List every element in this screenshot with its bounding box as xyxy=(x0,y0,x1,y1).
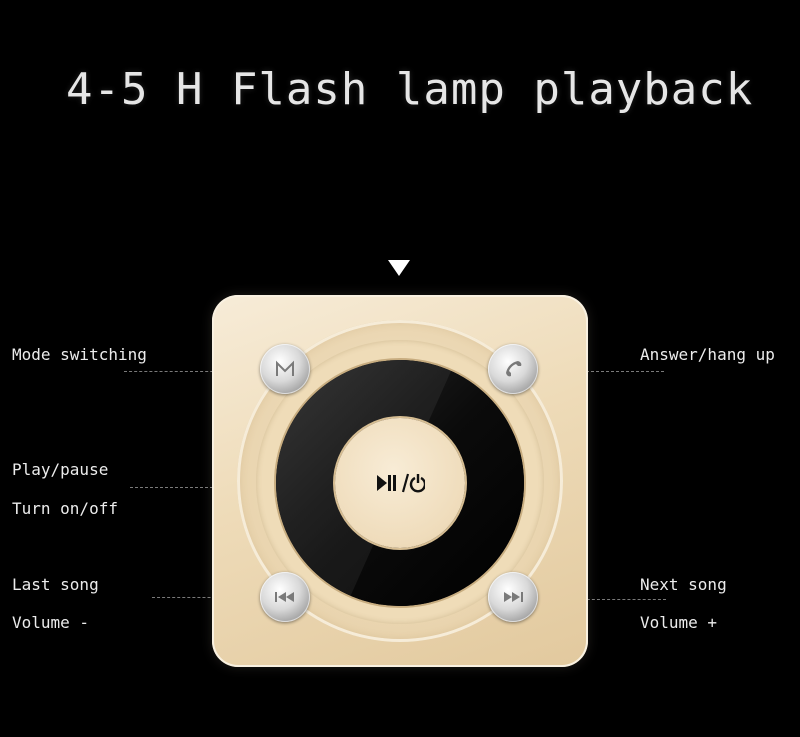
label-volume-down: Volume - xyxy=(12,613,90,632)
leader-line-next xyxy=(536,599,666,600)
label-turn-on-off: Turn on/off xyxy=(12,499,118,518)
previous-track-icon xyxy=(275,592,294,602)
answer-hangup-button[interactable] xyxy=(488,344,538,394)
leader-line-mode xyxy=(124,371,264,372)
label-play-pause: Play/pause xyxy=(12,460,109,479)
next-song-button[interactable] xyxy=(488,572,538,622)
label-next-song: Next song xyxy=(640,575,727,594)
leader-line-last xyxy=(152,597,266,598)
page-title: 4-5 H Flash lamp playback xyxy=(66,64,754,115)
play-pause-power-icon xyxy=(377,473,425,493)
label-volume-up: Volume + xyxy=(640,613,718,632)
m-letter-icon xyxy=(276,360,294,376)
leader-line-answer xyxy=(536,371,664,372)
phone-icon xyxy=(506,361,522,377)
label-mode-switching: Mode switching xyxy=(12,345,147,364)
play-pause-power-button[interactable] xyxy=(335,418,465,548)
label-answer-hang-up: Answer/hang up xyxy=(640,345,775,364)
mode-button[interactable] xyxy=(260,344,310,394)
last-song-button[interactable] xyxy=(260,572,310,622)
next-track-icon xyxy=(504,592,523,602)
label-last-song: Last song xyxy=(12,575,99,594)
down-triangle-icon xyxy=(388,260,410,276)
